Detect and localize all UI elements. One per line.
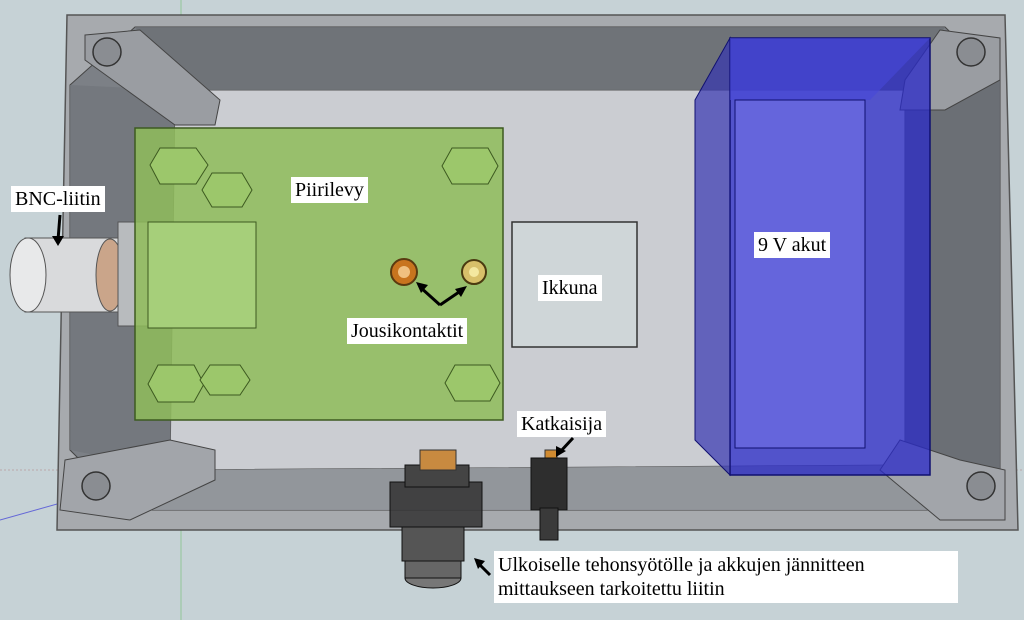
- label-connector-line2: mittaukseen tarkoitettu liitin: [498, 578, 725, 600]
- circuit-board: [134, 127, 504, 421]
- label-window: Ikkuna: [538, 275, 602, 301]
- bnc-arrow: [56, 214, 62, 241]
- label-connector: Ulkoiselle tehonsyötölle ja akkujen jänn…: [494, 551, 958, 603]
- label-board: Piirilevy: [291, 177, 368, 203]
- label-contacts: Jousikontaktit: [347, 318, 468, 344]
- label-bnc: BNC-liitin: [11, 186, 105, 212]
- label-switch: Katkaisija: [517, 411, 607, 437]
- label-battery: 9 V akut: [754, 232, 831, 258]
- label-connector-line1: Ulkoiselle tehonsyötölle ja akkujen jänn…: [498, 554, 865, 576]
- external-power-connector: [389, 449, 492, 589]
- bnc-connector: [9, 221, 149, 327]
- power-switch: [530, 436, 575, 541]
- spring-contacts: [390, 258, 487, 307]
